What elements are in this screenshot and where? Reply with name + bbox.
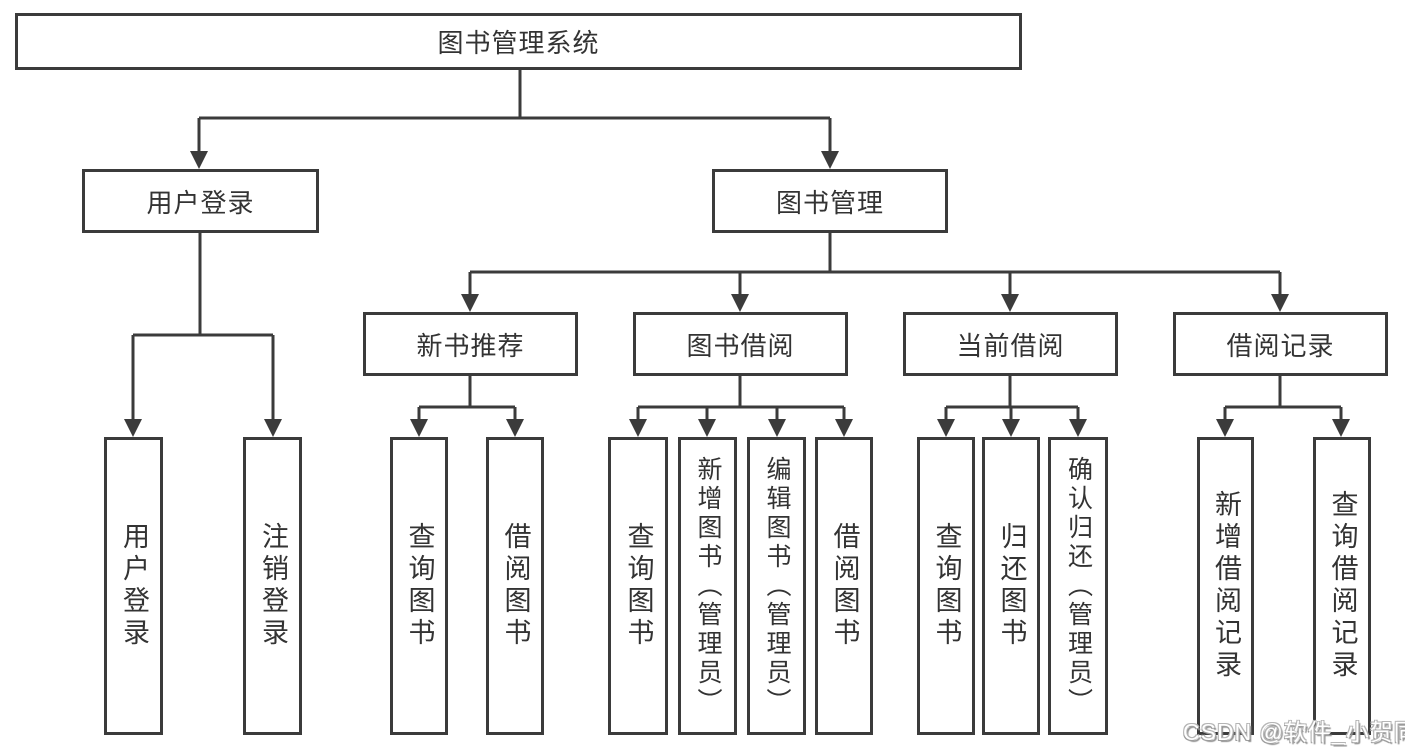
csdn-watermark: CSDN @软件_小贺同学 (1183, 719, 1405, 745)
leaf-borrow-books-recommend-label: 借阅图书 (500, 522, 531, 650)
node-book-management-branch: 图书管理 (712, 169, 948, 233)
leaf-confirm-return-admin: 确认归还（管理员） (1048, 437, 1108, 735)
tree-edges (131, 67, 1343, 424)
leaf-add-books-admin: 新增图书（管理员） (678, 437, 737, 735)
arrowhead-icons (124, 151, 1350, 437)
node-new-book-recommend: 新书推荐 (363, 312, 578, 376)
leaf-return-books: 归还图书 (982, 437, 1040, 735)
node-book-borrowing: 图书借阅 (633, 312, 848, 376)
leaf-user-login-label: 用户登录 (119, 522, 149, 650)
leaf-edit-books-admin-label: 编辑图书（管理员） (763, 455, 791, 717)
node-root-system: 图书管理系统 (15, 13, 1022, 70)
node-borrowing-records: 借阅记录 (1173, 312, 1388, 376)
leaf-query-books-recommend-label: 查询图书 (404, 522, 435, 650)
leaf-query-books-current-label: 查询图书 (931, 522, 962, 650)
leaf-edit-books-admin: 编辑图书（管理员） (747, 437, 806, 735)
leaf-borrow-books-recommend: 借阅图书 (486, 437, 544, 735)
leaf-query-borrow-record-label: 查询借阅记录 (1327, 490, 1358, 682)
leaf-logout: 注销登录 (243, 437, 302, 735)
leaf-return-books-label: 归还图书 (996, 522, 1027, 650)
leaf-query-books-borrowing-label: 查询图书 (623, 522, 654, 650)
leaf-logout-label: 注销登录 (258, 522, 288, 650)
leaf-confirm-return-admin-label: 确认归还（管理员） (1064, 455, 1093, 717)
leaf-borrow-books: 借阅图书 (815, 437, 873, 735)
leaf-borrow-books-label: 借阅图书 (829, 522, 860, 650)
leaf-query-borrow-record: 查询借阅记录 (1313, 437, 1371, 735)
leaf-add-borrow-record: 新增借阅记录 (1197, 437, 1254, 735)
leaf-query-books-borrowing: 查询图书 (608, 437, 668, 735)
node-user-login-branch: 用户登录 (82, 169, 319, 233)
leaf-add-borrow-record-label: 新增借阅记录 (1211, 490, 1241, 682)
leaf-query-books-recommend: 查询图书 (390, 437, 448, 735)
leaf-query-books-current: 查询图书 (917, 437, 975, 735)
leaf-user-login: 用户登录 (104, 437, 163, 735)
leaf-add-books-admin-label: 新增图书（管理员） (694, 455, 722, 717)
node-current-borrowing: 当前借阅 (903, 312, 1118, 376)
